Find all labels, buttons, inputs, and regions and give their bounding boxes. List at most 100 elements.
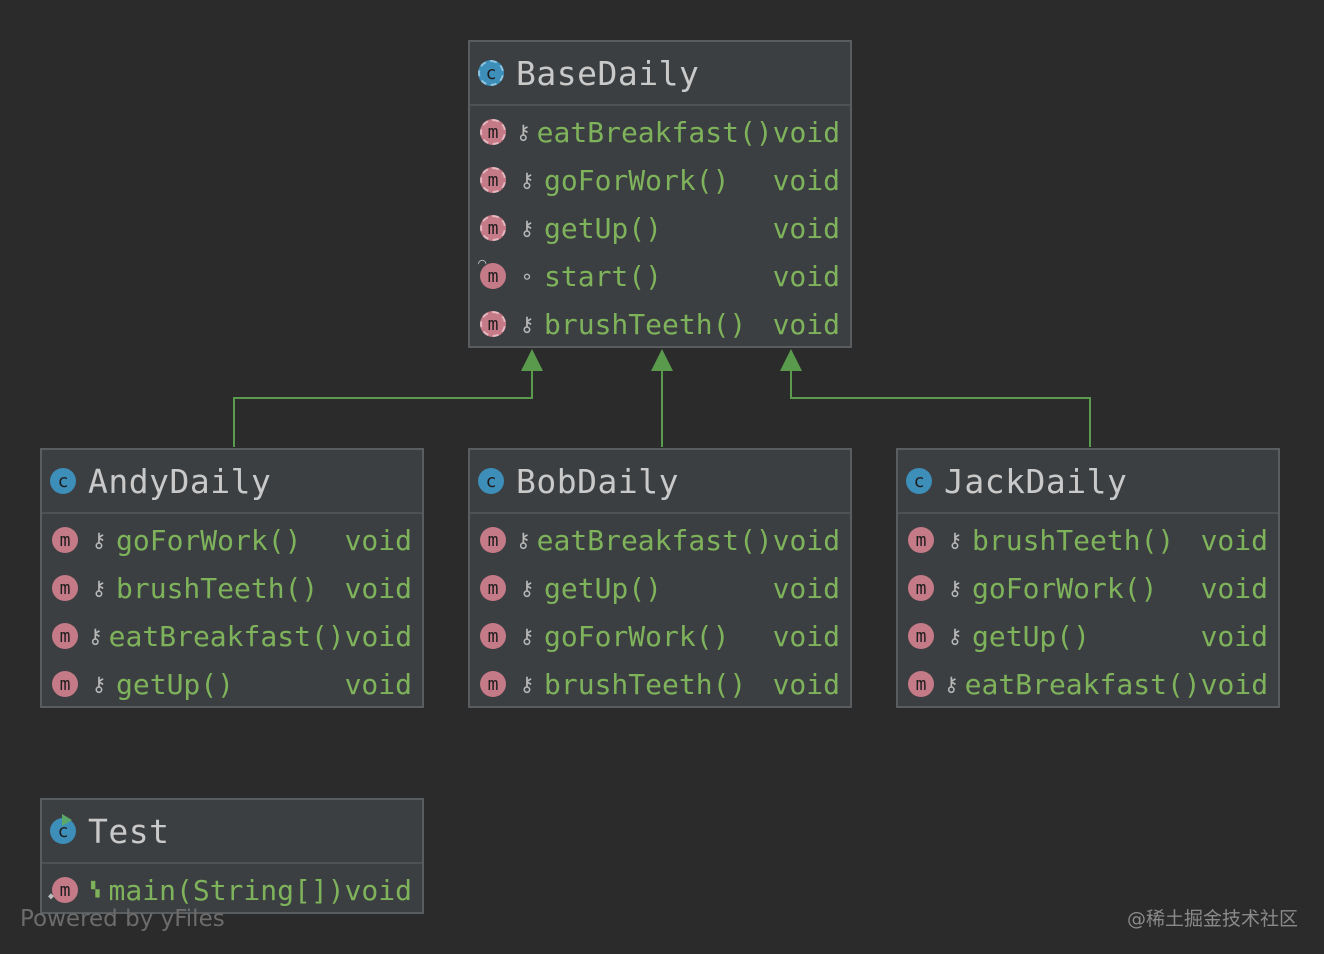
method-row[interactable]: m⚷goForWork()void: [470, 156, 850, 204]
method-icon: m: [908, 575, 934, 601]
method-row[interactable]: m⚷eatBreakfast()void: [898, 660, 1278, 708]
public-lock-icon: ▚: [91, 882, 100, 898]
class-box-test[interactable]: c Test m◆▚main(String[])void: [40, 798, 424, 914]
method-icon: m: [52, 527, 78, 553]
method-return-type: void: [772, 571, 840, 605]
run-indicator-icon: [62, 814, 72, 826]
method-return-type: void: [344, 523, 412, 557]
method-name: main(String[]): [108, 873, 345, 907]
method-name: getUp(): [972, 619, 1091, 653]
method-name: brushTeeth(): [116, 571, 319, 605]
method-icon: m⌒: [478, 255, 506, 289]
abstract-method-icon: m: [480, 119, 506, 145]
edge-arrowhead-bob: [651, 349, 673, 371]
method-icon: m: [52, 575, 78, 601]
method-return-type: void: [344, 667, 412, 701]
method-row[interactable]: m ⚷ brushTeeth() void: [470, 300, 850, 348]
method-row[interactable]: m⚷eatBreakfast()void: [42, 612, 422, 660]
powered-by-text: Powered by yFiles: [20, 906, 225, 932]
method-icon: m: [480, 671, 506, 697]
method-return-type: void: [344, 619, 413, 653]
protected-key-icon: ⚷: [944, 672, 959, 696]
method-row[interactable]: m⚷getUp()void: [42, 660, 422, 708]
method-row[interactable]: m⚷eatBreakfast()void: [470, 516, 850, 564]
method-name: getUp(): [544, 571, 663, 605]
method-return-type: void: [1200, 523, 1268, 557]
method-return-type: void: [1200, 667, 1269, 701]
class-name: JackDaily: [944, 461, 1128, 501]
method-row[interactable]: m ⚷ brushTeeth() void: [898, 516, 1278, 564]
method-name: eatBreakfast(): [536, 115, 773, 149]
method-row[interactable]: m ⚷ goForWork() void: [42, 516, 422, 564]
protected-key-icon: ⚷: [516, 120, 531, 144]
abstract-class-icon: c: [478, 60, 504, 86]
method-return-type: void: [1200, 619, 1268, 653]
method-row[interactable]: m ⚷ getUp() void: [470, 564, 850, 612]
protected-key-icon: ⚷: [519, 312, 535, 336]
method-name: start(): [544, 259, 663, 293]
method-icon: m: [480, 575, 506, 601]
protected-key-icon: ⚷: [91, 672, 107, 696]
method-name: goForWork(): [544, 619, 730, 653]
abstract-method-icon: m: [480, 215, 506, 241]
abstract-method-icon: m: [480, 311, 506, 337]
override-marker-icon: ⌒: [478, 255, 487, 271]
method-name: brushTeeth(): [544, 667, 747, 701]
method-row[interactable]: m⚷getUp()void: [470, 204, 850, 252]
method-icon: m: [908, 671, 934, 697]
protected-key-icon: ⚷: [947, 528, 963, 552]
protected-key-icon: ⚷: [947, 624, 963, 648]
protected-key-icon: ⚷: [88, 624, 103, 648]
method-name: getUp(): [116, 667, 235, 701]
method-return-type: void: [772, 115, 841, 149]
method-row[interactable]: m⚷brushTeeth()void: [42, 564, 422, 612]
method-list: m◆▚main(String[])void: [42, 864, 422, 914]
abstract-method-icon: m: [480, 167, 506, 193]
protected-key-icon: ⚷: [91, 528, 107, 552]
watermark-text: @稀土掘金技术社区: [1126, 908, 1298, 930]
method-row[interactable]: m⚷brushTeeth()void: [470, 660, 850, 708]
method-return-type: void: [772, 523, 841, 557]
method-name: brushTeeth(): [544, 307, 747, 341]
protected-key-icon: ⚷: [519, 576, 535, 600]
method-row[interactable]: m⚷goForWork()void: [898, 564, 1278, 612]
method-row[interactable]: m ⚷eatBreakfast()void: [470, 108, 850, 156]
class-icon: c: [50, 468, 76, 494]
protected-key-icon: ⚷: [519, 624, 535, 648]
method-row[interactable]: m⚷goForWork()void: [470, 612, 850, 660]
class-icon: c: [478, 468, 504, 494]
protected-key-icon: ⚷: [519, 168, 535, 192]
class-name: AndyDaily: [88, 461, 272, 501]
method-name: brushTeeth(): [972, 523, 1175, 557]
method-icon: m: [52, 623, 78, 649]
method-icon: m: [908, 527, 934, 553]
method-row[interactable]: m⌒∘start()void: [470, 252, 850, 300]
method-row[interactable]: m◆▚main(String[])void: [42, 866, 422, 914]
class-name: BobDaily: [516, 461, 679, 501]
method-icon: m: [480, 527, 506, 553]
edge-jack-to-base: [790, 370, 1091, 447]
class-box-andydaily[interactable]: c AndyDaily m ⚷ goForWork() void m ⚷ brushTeet…: [40, 448, 424, 708]
class-header: c BaseDaily: [470, 42, 850, 106]
package-visibility-icon: ∘: [520, 264, 534, 288]
method-return-type: void: [772, 211, 840, 245]
class-header: c Test: [42, 800, 422, 864]
protected-key-icon: ⚷: [91, 576, 107, 600]
method-name: goForWork(): [544, 163, 730, 197]
method-name: goForWork(): [116, 523, 302, 557]
method-name: goForWork(): [972, 571, 1158, 605]
class-header: c JackDaily: [898, 450, 1278, 514]
method-return-type: void: [772, 307, 840, 341]
edge-andy-to-base: [233, 370, 533, 447]
method-icon: m◆: [48, 877, 78, 903]
method-name: eatBreakfast(): [536, 523, 773, 557]
method-row[interactable]: m⚷getUp()void: [898, 612, 1278, 660]
